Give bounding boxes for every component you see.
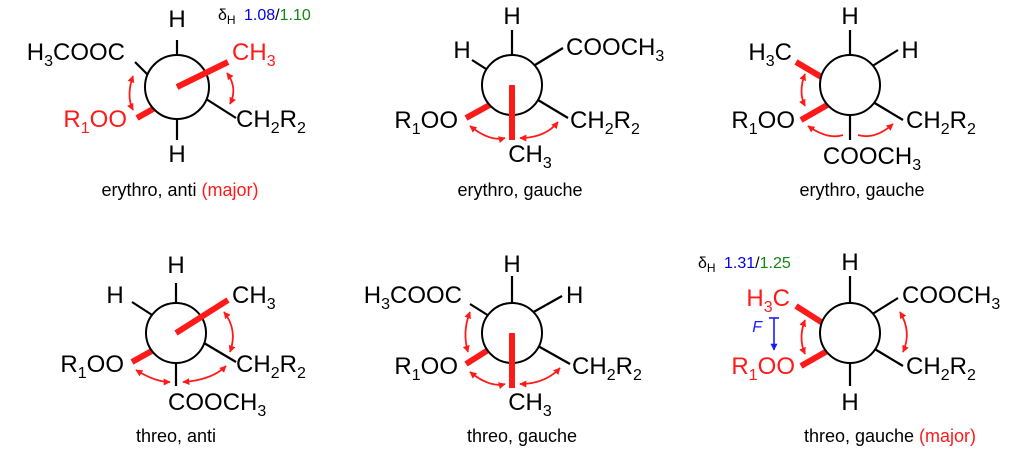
label-ch2r2: CH2R2 <box>236 106 306 137</box>
label-h-top: H <box>841 3 858 30</box>
caption-conformer-1: erythro, anti (major) <box>101 180 258 200</box>
back-bond-ch2r2 <box>537 345 571 365</box>
gauche-arrow-left <box>469 125 506 144</box>
gauche-arrow-bottom <box>182 365 227 386</box>
caption-conformer-4: threo, anti <box>136 426 216 446</box>
front-bond-ch3 <box>175 59 230 90</box>
label-h3c: H3C <box>746 285 790 316</box>
gauche-arrow-bottom-right <box>519 367 561 388</box>
label-cooch3: COOCH3 <box>823 143 921 174</box>
newman-erythro-gauche-2: H H H3C R1OO CH2R2 COOCH3 erythro, gauch… <box>731 3 976 200</box>
label-cooch3: COOCH3 <box>902 282 1000 313</box>
back-bond-ch2r2 <box>202 96 237 119</box>
label-h-right: H <box>901 37 918 64</box>
nmr-shift-label: δH 1.08/1.10 <box>218 7 311 28</box>
label-r1oo: R1OO <box>731 353 795 384</box>
label-cooch3: COOCH3 <box>168 389 266 420</box>
label-h-right: H <box>566 282 583 309</box>
label-ch2r2: CH2R2 <box>236 351 306 382</box>
label-ch3: CH3 <box>508 141 552 172</box>
label-h-top: H <box>503 251 520 278</box>
label-r1oo: R1OO <box>394 353 458 384</box>
gauche-arrow-bottom <box>808 124 893 138</box>
caption-conformer-2: erythro, gauche <box>457 180 582 200</box>
label-r1oo: R1OO <box>394 107 458 138</box>
gauche-arrow-bottom-left <box>469 371 506 390</box>
newman-erythro-anti-major: H H3COOC CH3 R1OO CH2R2 H δH 1.08/1.10 e… <box>27 6 311 200</box>
label-h-top: H <box>503 3 520 30</box>
newman-erythro-gauche-1: H H COOCH3 R1OO CH2R2 CH3 erythro, gauch… <box>394 3 664 200</box>
label-ch2r2: CH2R2 <box>572 353 642 384</box>
label-h-left: H <box>453 37 470 64</box>
back-bond-ch2r2 <box>203 342 237 363</box>
back-bond-coome <box>529 47 564 69</box>
caption-conformer-3: erythro, gauche <box>799 180 924 200</box>
gauche-arrow-left <box>799 73 806 107</box>
label-h-top: H <box>841 249 858 276</box>
label-ch3: CH3 <box>508 389 552 420</box>
newman-threo-gauche-major: F H H3C COOCH3 R1OO CH2R2 H δH 1.31/1.25… <box>698 249 1000 446</box>
gauche-arrow-right <box>899 311 909 353</box>
newman-circle <box>819 54 881 116</box>
newman-circle <box>819 302 881 364</box>
force-label: F <box>752 319 763 336</box>
newman-threo-anti: H H CH3 R1OO CH2R2 COOCH3 threo, anti <box>60 252 306 446</box>
front-bond-ch2r2 <box>872 101 904 121</box>
nmr-shift-label: δH 1.31/1.25 <box>698 255 791 276</box>
label-r1oo: R1OO <box>63 106 127 137</box>
gauche-arrow-left <box>135 369 171 386</box>
label-h3cooc: H3COOC <box>364 282 462 313</box>
label-h-left: H <box>106 282 123 309</box>
label-ch3: CH3 <box>232 282 276 313</box>
label-r1oo: R1OO <box>731 107 795 138</box>
label-ch2r2: CH2R2 <box>906 353 976 384</box>
label-ch2r2: CH2R2 <box>906 107 976 138</box>
label-h-bottom: H <box>168 141 185 168</box>
newman-threo-gauche: H H3COOC H R1OO CH2R2 CH3 threo, gauche <box>364 251 642 446</box>
label-ch3: CH3 <box>232 39 276 70</box>
label-r1oo: R1OO <box>60 351 124 382</box>
caption-conformer-6: threo, gauche (major) <box>804 426 976 446</box>
gauche-arrow-right <box>223 311 236 353</box>
back-bond-h-right <box>529 295 563 315</box>
label-h-bottom: H <box>841 389 858 416</box>
front-bond-ch2r2 <box>872 347 904 367</box>
gauche-arrow-left <box>799 319 806 355</box>
back-bond-ch2r2 <box>537 99 569 119</box>
label-coome: COOCH3 <box>566 34 664 65</box>
gauche-arrow-right <box>519 121 559 142</box>
label-ch2r2: CH2R2 <box>570 107 640 138</box>
label-h3c: H3C <box>748 39 792 70</box>
label-h-top: H <box>167 252 184 279</box>
gauche-arrow-right <box>226 72 236 105</box>
front-bond-ch3 <box>174 297 230 336</box>
gauche-arrow-left <box>127 75 135 111</box>
label-h3cooc: H3COOC <box>27 39 125 70</box>
label-h-top: H <box>168 6 185 33</box>
caption-conformer-5: threo, gauche <box>467 426 577 446</box>
gauche-arrow-left <box>462 311 471 353</box>
